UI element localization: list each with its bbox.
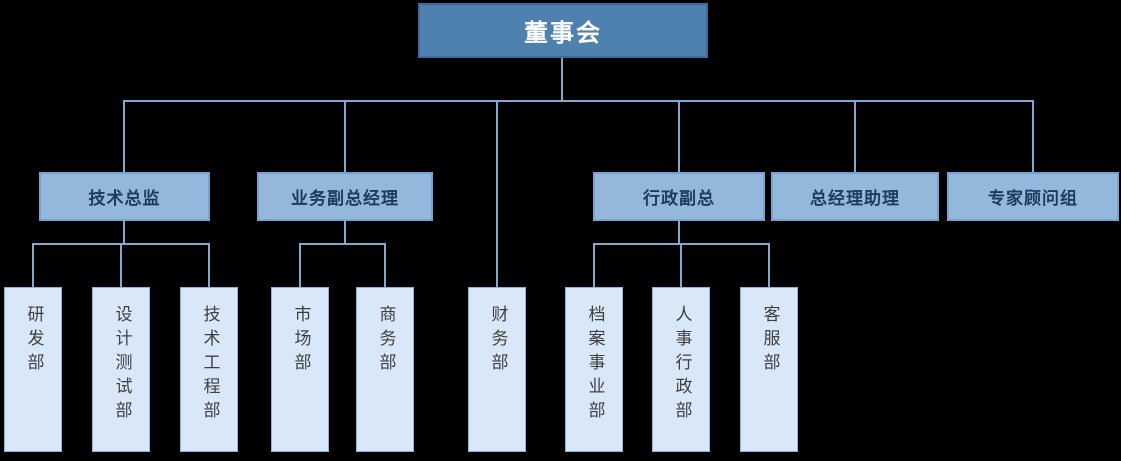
connector-drop-hr-admin (680, 243, 682, 288)
org-node-expert-advisors-label: 专家顾问组 (988, 189, 1078, 209)
connector-drop-design-test (120, 243, 122, 288)
connector-business-stem (344, 221, 346, 245)
org-node-admin-deputy-label: 行政副总 (643, 189, 715, 209)
org-node-finance-dept-label: 财务部 (487, 305, 508, 377)
org-node-tech-engineering-dept[interactable]: 技术工程部 (180, 287, 238, 452)
org-node-design-test-dept[interactable]: 设计测试部 (92, 287, 150, 452)
connector-drop-marketing (299, 243, 301, 288)
connector-drop-commerce (384, 243, 386, 288)
org-node-tech-director[interactable]: 技术总监 (39, 172, 210, 221)
connector-drop-tech-director (123, 100, 125, 173)
connector-drop-rd (32, 243, 34, 288)
org-node-expert-advisors[interactable]: 专家顾问组 (947, 172, 1119, 221)
connector-drop-tech-eng (208, 243, 210, 288)
connector-drop-admin-deputy (678, 100, 680, 173)
connector-drop-finance (496, 100, 498, 288)
connector-drop-service (768, 243, 770, 288)
org-node-design-test-dept-label: 设计测试部 (111, 305, 132, 425)
org-node-marketing-dept[interactable]: 市场部 (271, 287, 329, 452)
org-node-rd-dept-label: 研发部 (23, 305, 44, 377)
org-node-business-deputy-gm-label: 业务副总经理 (291, 189, 399, 209)
org-node-archives-dept[interactable]: 档案事业部 (565, 287, 623, 452)
org-node-commerce-dept-label: 商务部 (375, 305, 396, 377)
org-node-marketing-dept-label: 市场部 (290, 305, 311, 377)
org-node-board[interactable]: 董事会 (418, 3, 708, 58)
org-node-board-label: 董事会 (524, 19, 602, 47)
org-node-finance-dept[interactable]: 财务部 (468, 287, 526, 452)
org-node-hr-admin-dept-label: 人事行政部 (671, 305, 692, 425)
connector-admin-stem (678, 221, 680, 245)
connector-drop-business-deputy (344, 100, 346, 173)
org-node-tech-engineering-dept-label: 技术工程部 (199, 305, 220, 425)
connector-drop-archives (593, 243, 595, 288)
org-node-customer-service-dept[interactable]: 客服部 (740, 287, 798, 452)
org-node-business-deputy-gm[interactable]: 业务副总经理 (257, 172, 433, 221)
org-node-hr-admin-dept[interactable]: 人事行政部 (652, 287, 710, 452)
org-node-gm-assistant[interactable]: 总经理助理 (771, 172, 939, 221)
connector-drop-gm-assistant (854, 100, 856, 173)
org-node-commerce-dept[interactable]: 商务部 (356, 287, 414, 452)
connector-root-drop (561, 58, 563, 102)
connector-business-rail (299, 243, 386, 245)
org-node-archives-dept-label: 档案事业部 (584, 305, 605, 425)
connector-main-rail (123, 100, 1034, 102)
org-node-rd-dept[interactable]: 研发部 (4, 287, 62, 452)
connector-drop-expert-advisors (1032, 100, 1034, 173)
org-node-gm-assistant-label: 总经理助理 (810, 189, 900, 209)
org-node-tech-director-label: 技术总监 (88, 189, 161, 209)
connector-tech-stem (123, 221, 125, 245)
org-node-admin-deputy[interactable]: 行政副总 (593, 172, 765, 221)
org-node-customer-service-dept-label: 客服部 (759, 305, 780, 377)
